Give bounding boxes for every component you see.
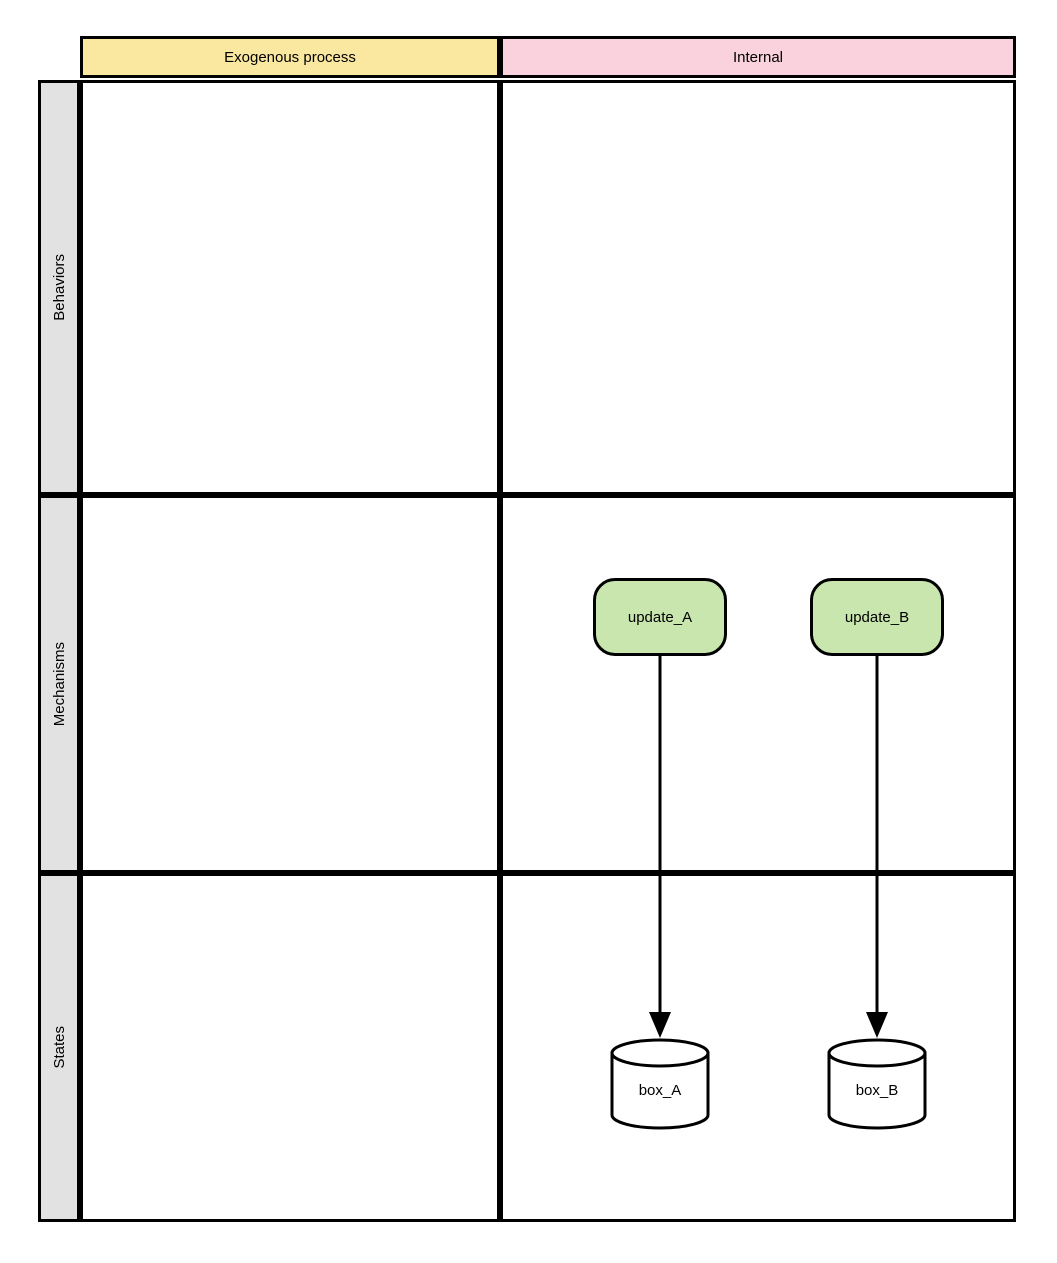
row-label-mechanisms: Mechanisms [38,495,80,873]
cylinder-shape-box-b [827,1038,927,1130]
column-header-exogenous-process-label: Exogenous process [224,48,356,66]
node-update-b[interactable]: update_B [810,578,944,656]
cell-mechanisms-internal [500,495,1016,873]
cell-behaviors-exogenous [80,80,500,495]
column-header-internal: Internal [500,36,1016,78]
node-update-a-label: update_A [627,608,693,626]
node-box-a-label: box_A [638,1082,682,1099]
row-label-behaviors: Behaviors [38,80,80,495]
column-header-internal-label: Internal [732,48,784,66]
row-label-states-text: States [50,1026,68,1069]
node-box-b[interactable]: box_B [826,1038,928,1130]
cell-states-exogenous [80,873,500,1222]
row-label-behaviors-text: Behaviors [50,254,68,321]
row-label-mechanisms-text: Mechanisms [50,641,68,727]
swimlane-grid: Exogenous process Internal Behaviors Mec… [38,36,1016,1222]
column-header-exogenous-process: Exogenous process [80,36,500,78]
node-box-a[interactable]: box_A [609,1038,711,1130]
cell-states-internal [500,873,1016,1222]
node-update-a[interactable]: update_A [593,578,727,656]
row-label-states: States [38,873,80,1222]
node-update-b-label: update_B [844,608,910,626]
cell-mechanisms-exogenous [80,495,500,873]
node-box-b-label: box_B [855,1082,899,1099]
cylinder-shape-box-a [610,1038,710,1130]
cell-behaviors-internal [500,80,1016,495]
